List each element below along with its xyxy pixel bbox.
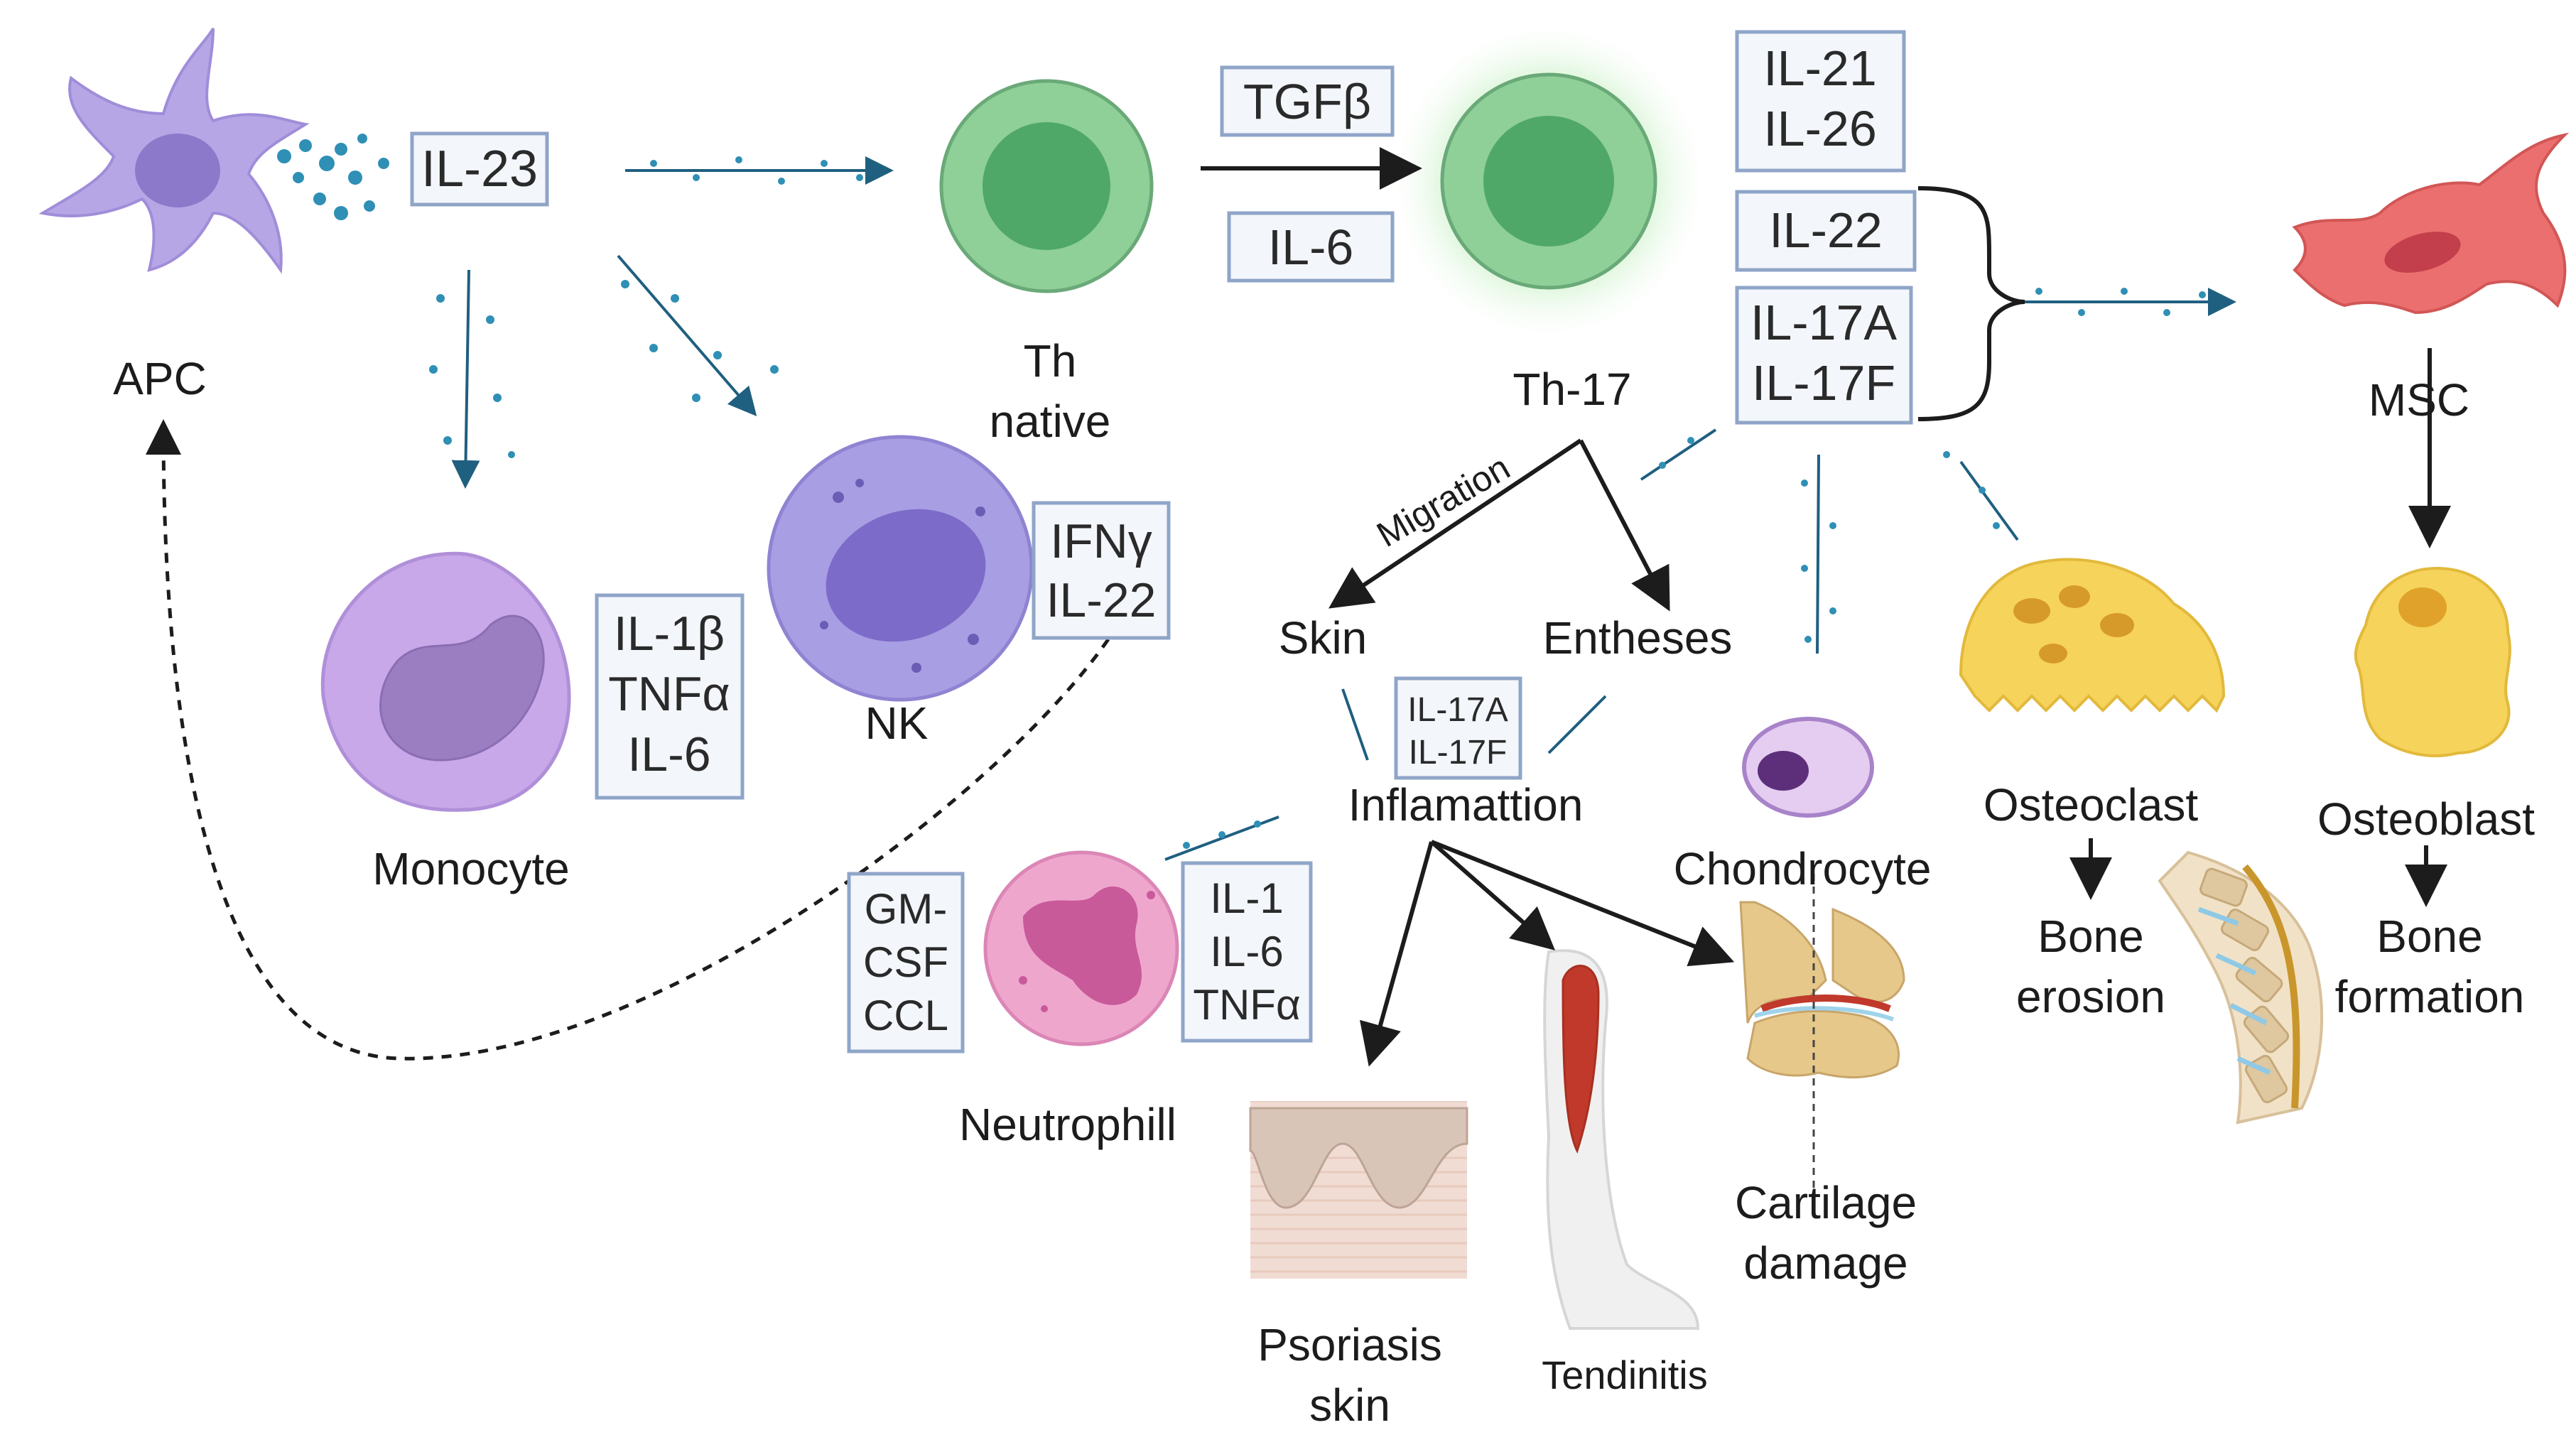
apc-cell-icon (38, 28, 310, 274)
monocyte-cell-icon (320, 551, 571, 812)
tgfb-line-1: TGFβ (1243, 74, 1371, 129)
il23-line-1: IL-23 (421, 141, 538, 197)
apc-label: APC (113, 353, 207, 404)
inflam-il17a-line: IL-17A (1407, 691, 1508, 729)
pathway-arrows (1201, 147, 2451, 1067)
nk-cell-icon (767, 435, 1034, 702)
gm-csf-box: GM- CSF CCL (847, 872, 965, 1053)
osteoclast-label: Osteoclast (1984, 779, 2199, 830)
neutro-il6-line: IL-6 (1210, 928, 1283, 975)
monocyte-cytokine-box: IL-1β TNFα IL-6 (595, 593, 745, 800)
inflam-il17f-line: IL-17F (1409, 734, 1508, 771)
mono-il6-line: IL-6 (627, 727, 710, 781)
il22-line: IL-22 (1769, 202, 1883, 258)
th17-label: Th-17 (1512, 364, 1631, 415)
il17af-box: IL-17A IL-17F (1735, 286, 1913, 425)
bone-formation-label-line-2: formation (2335, 971, 2525, 1022)
osteoblast-label: Osteoblast (2317, 793, 2535, 845)
inflammation-il17-box: IL-17A IL-17F (1394, 676, 1522, 780)
neutrophil-cytokine-box: IL-1 IL-6 TNFα (1181, 861, 1313, 1043)
cytokine-dot-clouds (277, 134, 2206, 849)
th-native-cell-icon (939, 79, 1154, 293)
neutrophill-label: Neutrophill (959, 1099, 1176, 1150)
bone-erosion-label-line-2: erosion (2016, 971, 2165, 1022)
tnfa-line: TNFα (608, 667, 730, 721)
gm-line: GM- (865, 885, 948, 933)
bone-erosion-label-line-1: Bone (2037, 911, 2143, 962)
feedback-dashed-arrow (146, 419, 1110, 1061)
il21-il26-box: IL-21 IL-26 (1735, 30, 1906, 173)
skin-label: Skin (1279, 612, 1368, 663)
il6-line-1: IL-6 (1268, 220, 1354, 275)
nk-il22-line: IL-22 (1046, 573, 1157, 627)
cartilage-damage-label-line-1: Cartilage (1735, 1177, 1917, 1228)
il26-line: IL-26 (1763, 101, 1877, 156)
psoriasis-skin-label-line-2: skin (1309, 1380, 1390, 1431)
inflammation-label: Inflamattion (1348, 779, 1584, 830)
il6-box: IL-6 (1227, 211, 1395, 283)
il17a-line: IL-17A (1750, 295, 1898, 350)
chondrocyte-label: Chondrocyte (1674, 843, 1932, 894)
il23-box: IL-23 (410, 131, 549, 207)
tendinitis-label: Tendinitis (1542, 1353, 1707, 1397)
nk-label: NK (865, 698, 929, 749)
psoriasis-skin-illustration-icon (1249, 1101, 1468, 1279)
ifng-il22-box: IFNγ IL-22 (1032, 501, 1171, 640)
migration-label: Migration (1370, 448, 1516, 555)
cytokine-bracket (1917, 186, 2025, 421)
neutro-il1-line: IL-1 (1210, 874, 1283, 922)
psoriasis-skin-label-line-1: Psoriasis (1257, 1319, 1442, 1370)
msc-cell-icon (2292, 132, 2570, 315)
il22-box: IL-22 (1735, 190, 1917, 272)
msc-label: MSC (2369, 374, 2469, 426)
chondrocyte-cell-icon (1742, 717, 1874, 818)
monocyte-label: Monocyte (372, 843, 569, 894)
tendon-leg-illustration-icon (1543, 949, 1700, 1330)
cartilage-damage-label-line-2: damage (1743, 1237, 1907, 1289)
knee-joint-illustration-icon (1739, 874, 1905, 1193)
osteoblast-cell-icon (2354, 566, 2511, 757)
th-native-label-line-1: Th (1024, 335, 1077, 386)
spine-illustration-icon (2158, 850, 2324, 1125)
neutrophil-cell-icon (983, 850, 1179, 1046)
tgfb-box: TGFβ (1220, 65, 1395, 137)
osteoclast-cell-icon (1959, 558, 2226, 713)
ifng-line: IFNγ (1050, 514, 1152, 568)
th17-cell-icon (1385, 18, 1712, 345)
il17f-line: IL-17F (1752, 355, 1895, 411)
th-native-label-line-2: native (990, 396, 1111, 447)
csf-line: CSF (863, 938, 948, 986)
neutro-tnfa-line: TNFα (1193, 981, 1300, 1029)
il1b-line: IL-1β (614, 607, 725, 661)
bone-formation-label-line-1: Bone (2376, 911, 2482, 962)
il21-line: IL-21 (1763, 40, 1877, 96)
ccl-line: CCL (863, 992, 948, 1039)
entheses-label: Entheses (1543, 612, 1733, 663)
